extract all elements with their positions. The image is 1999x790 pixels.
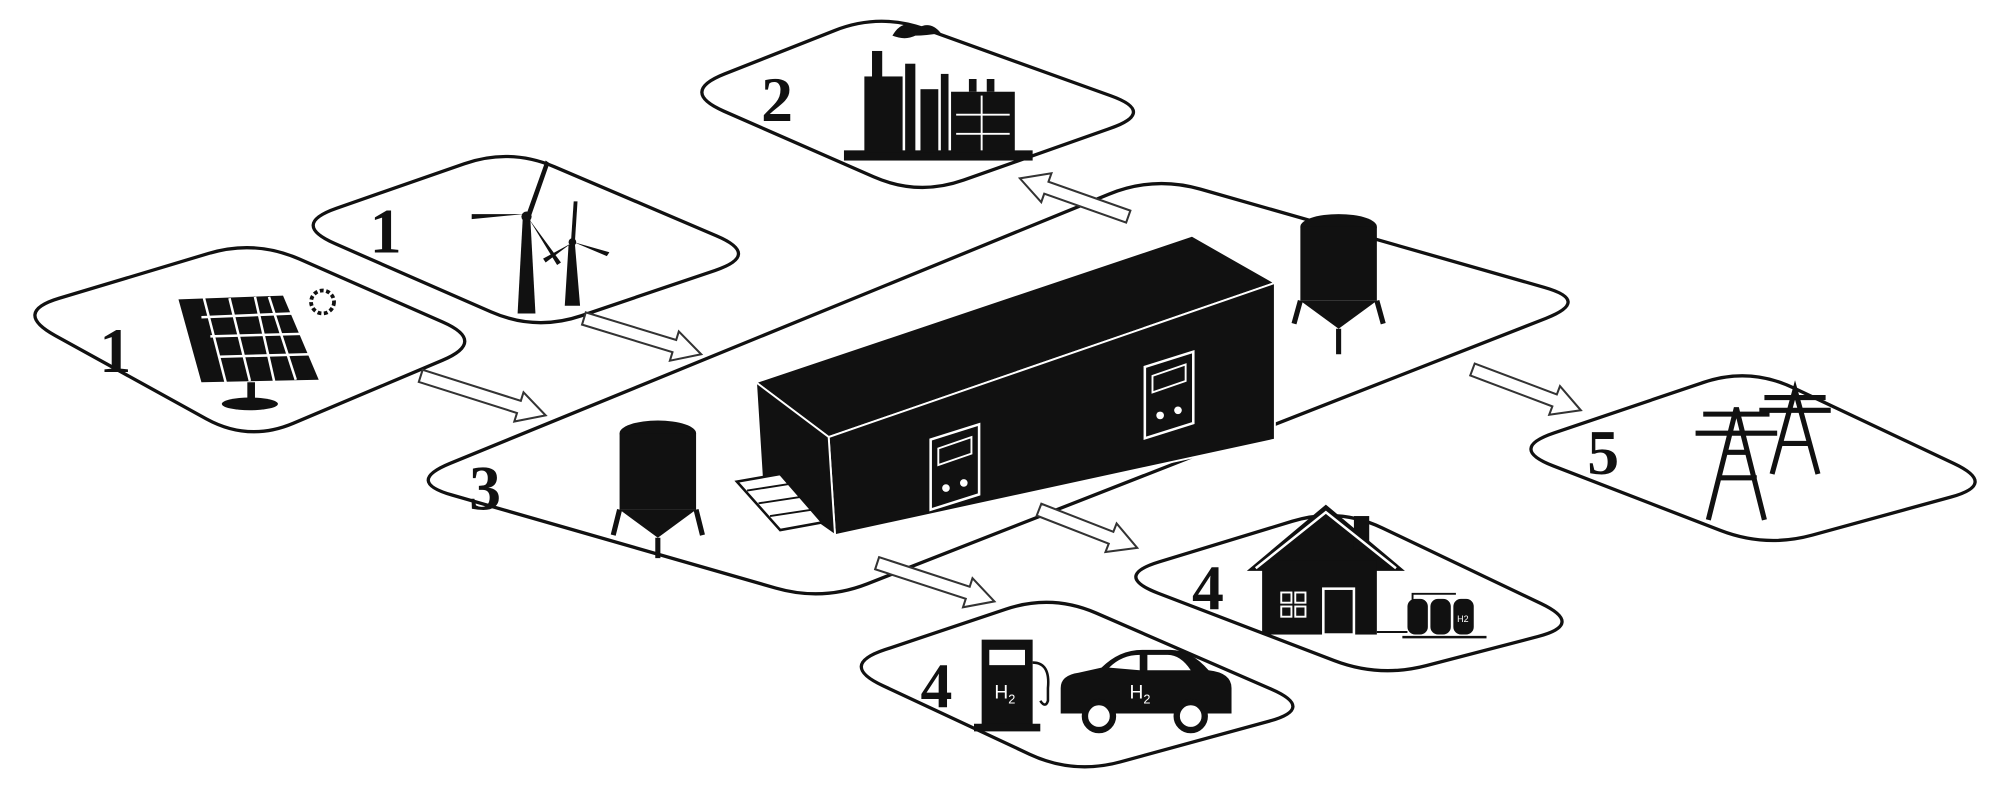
flow-arrow-icon xyxy=(1470,364,1581,415)
panel-number: 3 xyxy=(469,453,501,524)
panel-number: 4 xyxy=(1192,552,1224,623)
flow-arrow-icon xyxy=(1037,504,1137,552)
flow-arrow-icon xyxy=(875,557,994,607)
panel-number: 4 xyxy=(920,650,952,721)
panel-number: 1 xyxy=(370,195,402,266)
flow-arrow-icon xyxy=(582,312,701,360)
panel-number: 1 xyxy=(99,315,131,386)
flow-arrow-icon xyxy=(419,370,546,422)
control-cabinet-icon xyxy=(1145,352,1193,439)
panel-number: 5 xyxy=(1587,417,1619,488)
control-cabinet-icon xyxy=(931,424,979,509)
cylinder-label: H2 xyxy=(1457,614,1468,624)
panel-number: 2 xyxy=(761,64,793,135)
